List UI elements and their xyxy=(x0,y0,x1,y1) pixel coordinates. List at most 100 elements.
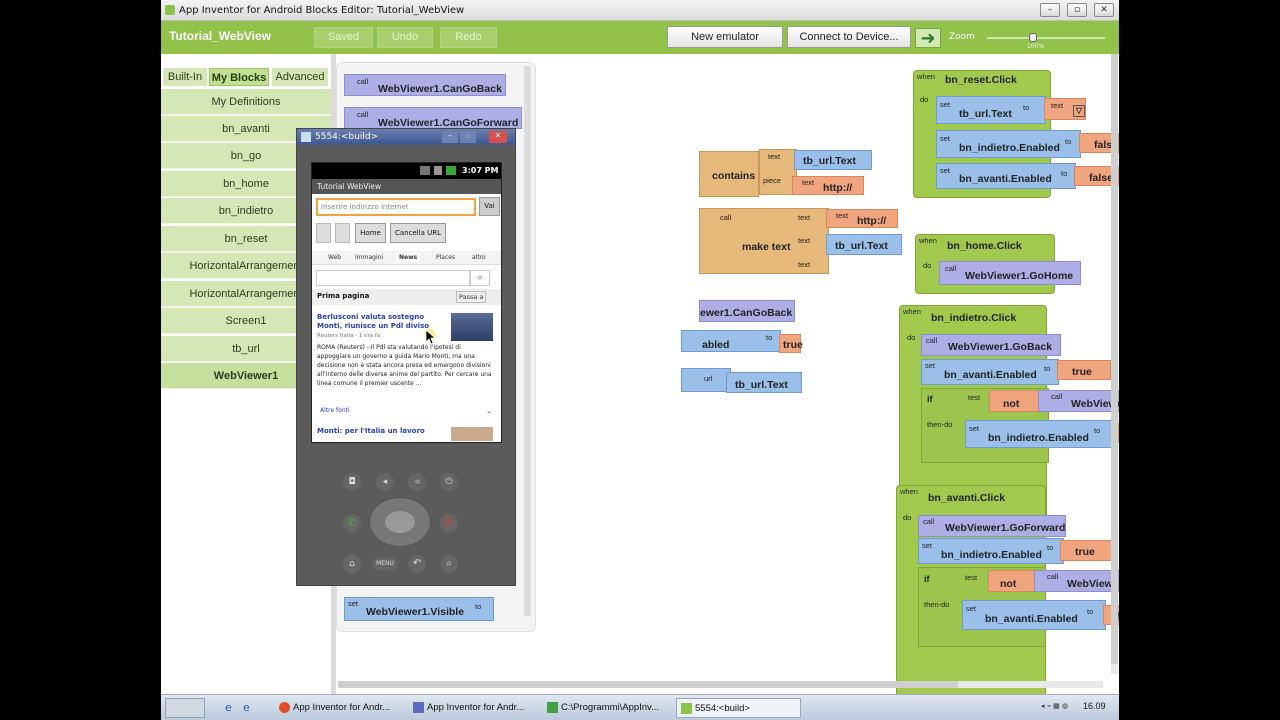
search-icon[interactable]: ⌕ xyxy=(470,270,490,286)
block-call-cangoback[interactable]: call WebViewer1.CanGoBack xyxy=(344,74,506,96)
back-key-icon[interactable]: ↶ xyxy=(408,555,426,573)
true-block-1[interactable]: true xyxy=(1057,360,1111,380)
power-key-icon[interactable]: ⏻ xyxy=(440,473,458,491)
emulator-close[interactable]: ✕ xyxy=(489,131,507,143)
set-bn-avanti-enabled-reset[interactable]: set bn_avanti.Enabled to xyxy=(936,163,1076,189)
clock: 16.09 xyxy=(1083,701,1106,711)
block-text-http-1[interactable]: text http:// xyxy=(792,176,864,195)
drawer-scrollbar[interactable] xyxy=(524,66,531,616)
block-call-cangoforward[interactable]: call WebViewer1.CanGoForward xyxy=(344,107,522,129)
tab-immagini[interactable]: Immagini xyxy=(355,254,384,261)
altre-fonti-link[interactable]: Altre fonti xyxy=(320,407,350,414)
block-set-visible[interactable]: set WebViewer1.Visible to xyxy=(344,597,494,621)
block-tb-url-text-3[interactable]: tb_url.Text xyxy=(726,372,802,393)
app-icon xyxy=(165,5,175,15)
connect-arrow-icon[interactable]: ➜ xyxy=(915,28,941,49)
block-make-text[interactable]: call make text text text text xyxy=(699,208,829,274)
saved-button[interactable]: Saved xyxy=(314,27,373,48)
block-url-partial[interactable]: url xyxy=(681,368,731,392)
expand-chevron-icon[interactable]: ⌄ xyxy=(486,407,492,415)
forward-button[interactable] xyxy=(335,223,350,243)
tab-news[interactable]: News xyxy=(396,253,421,262)
connect-device-dropdown[interactable]: Connect to Device... xyxy=(787,26,911,48)
minimize-button[interactable]: – xyxy=(1040,3,1060,17)
block-cangoback-partial[interactable]: ewer1.CanGoBack xyxy=(699,300,795,322)
news-headline-2[interactable]: Monti: per l'Italia un lavoro xyxy=(317,427,425,435)
block-contains[interactable]: contains text xyxy=(699,151,782,197)
set-bn-avanti-enabled-if[interactable]: set bn_avanti.Enabled to xyxy=(962,600,1106,630)
passa-dropdown[interactable]: Passa a xyxy=(456,291,487,303)
explorer-icon[interactable]: e xyxy=(243,701,250,714)
emulator-icon xyxy=(301,132,311,142)
news-thumbnail-2 xyxy=(451,427,493,441)
vai-button[interactable]: Vai xyxy=(479,197,500,216)
emulator-minimize[interactable]: – xyxy=(442,131,458,143)
sidebar-item-my-definitions[interactable]: My Definitions xyxy=(161,89,331,115)
news-headline[interactable]: Berlusconi valuta sostegno Monti, riunis… xyxy=(317,313,430,330)
tab-built-in[interactable]: Built-In xyxy=(163,68,207,86)
horizontal-scrollbar[interactable] xyxy=(338,681,1103,688)
task-app-inventor-2[interactable]: App Inventor for Andr... xyxy=(409,698,535,718)
task-programmi[interactable]: C:\Programmi\AppInv... xyxy=(543,698,669,718)
vertical-scrollbar[interactable] xyxy=(1111,54,1118,674)
ie-icon[interactable]: e xyxy=(225,701,232,714)
search-key-icon[interactable]: ⌕ xyxy=(440,555,458,573)
call-cangoback-if[interactable]: call WebViewer1.CanGoBack xyxy=(1038,390,1119,412)
call-go-forward[interactable]: call WebViewer1.GoForward xyxy=(918,515,1066,537)
true-block-2[interactable]: true xyxy=(1060,540,1116,561)
tray-icons[interactable]: ◂ ⌁ ▦ ◍ xyxy=(1041,702,1069,710)
redo-button[interactable]: Redo xyxy=(440,27,497,48)
home-button[interactable]: Home xyxy=(355,223,386,243)
emulator-maximize[interactable]: ▫ xyxy=(460,131,476,143)
set-bn-indietro-enabled-avanti[interactable]: set bn_indietro.Enabled to xyxy=(918,538,1064,564)
undo-button[interactable]: Undo xyxy=(377,27,433,48)
volume-down-icon[interactable]: ◂ xyxy=(376,473,394,491)
block-true-partial[interactable]: true xyxy=(779,334,803,353)
toolbar: Tutorial_WebView Saved Undo Redo New emu… xyxy=(161,21,1119,54)
volume-up-icon[interactable]: ◃ xyxy=(408,473,426,491)
menu-key[interactable]: MENU xyxy=(373,557,397,571)
set-bn-indietro-enabled-if[interactable]: set bn_indietro.Enabled to xyxy=(965,420,1115,448)
false-block-2[interactable]: false xyxy=(1074,166,1119,186)
block-tb-url-text-1[interactable]: tb_url.Text xyxy=(794,150,872,170)
zoom-slider-handle[interactable] xyxy=(1029,33,1037,42)
call-go-home[interactable]: call WebViewer1.GoHome xyxy=(939,261,1081,285)
task-app-inventor-1[interactable]: App Inventor for Andr... xyxy=(275,698,405,718)
new-emulator-button[interactable]: New emulator xyxy=(667,26,783,48)
title-bar: App Inventor for Android Blocks Editor: … xyxy=(161,0,1119,21)
call-go-back[interactable]: call WebViewer1.GoBack xyxy=(921,334,1061,356)
set-bn-indietro-enabled-reset[interactable]: set bn_indietro.Enabled to xyxy=(936,130,1081,158)
news-source: Reuters Italia - 1 ora fa xyxy=(317,333,381,339)
block-text-http-2[interactable]: text http:// xyxy=(826,209,898,228)
home-key-icon[interactable]: ⌂ xyxy=(343,555,361,573)
block-set-enabled-partial[interactable]: abled to xyxy=(681,330,781,352)
set-bn-avanti-enabled-indietro[interactable]: set bn_avanti.Enabled to xyxy=(921,359,1059,385)
url-input[interactable]: Inserire indirizzo internet xyxy=(316,198,476,216)
tab-advanced[interactable]: Advanced xyxy=(272,68,328,86)
task-emulator[interactable]: 5554:<build> xyxy=(676,698,801,718)
tab-altro[interactable]: altro xyxy=(472,254,486,261)
tab-places[interactable]: Places xyxy=(436,254,456,261)
dpad-center[interactable] xyxy=(385,511,415,533)
close-button[interactable]: ✕ xyxy=(1094,3,1114,17)
call-key-icon[interactable]: ✆ xyxy=(343,514,361,532)
camera-key-icon[interactable]: ◘ xyxy=(343,473,361,491)
end-call-icon[interactable]: ✆ xyxy=(440,514,458,532)
cancella-url-button[interactable]: Cancella URL xyxy=(390,223,446,243)
not-block-2[interactable]: not xyxy=(988,570,1036,592)
back-button[interactable] xyxy=(316,223,331,243)
tab-my-blocks[interactable]: My Blocks xyxy=(209,68,269,86)
maximize-button[interactable]: ▫ xyxy=(1067,3,1087,17)
text-empty-block[interactable]: text ▽ xyxy=(1044,98,1086,120)
start-button[interactable] xyxy=(165,698,205,718)
set-tb-url-text[interactable]: set tb_url.Text to xyxy=(936,96,1046,124)
emulator-screen[interactable]: 3:07 PM Tutorial WebView Inserire indiri… xyxy=(311,162,502,443)
block-tb-url-text-2[interactable]: tb_url.Text xyxy=(826,234,902,255)
zoom-slider[interactable] xyxy=(987,37,1105,39)
windows-taskbar: e e App Inventor for Andr... App Invento… xyxy=(161,694,1119,720)
false-block-1[interactable]: false xyxy=(1079,133,1119,153)
tab-web[interactable]: Web xyxy=(328,254,342,261)
search-field[interactable] xyxy=(316,270,470,286)
not-block-1[interactable]: not xyxy=(989,390,1039,412)
call-cangoforward-if[interactable]: call WebViewer1.CanGoForward xyxy=(1034,570,1119,592)
